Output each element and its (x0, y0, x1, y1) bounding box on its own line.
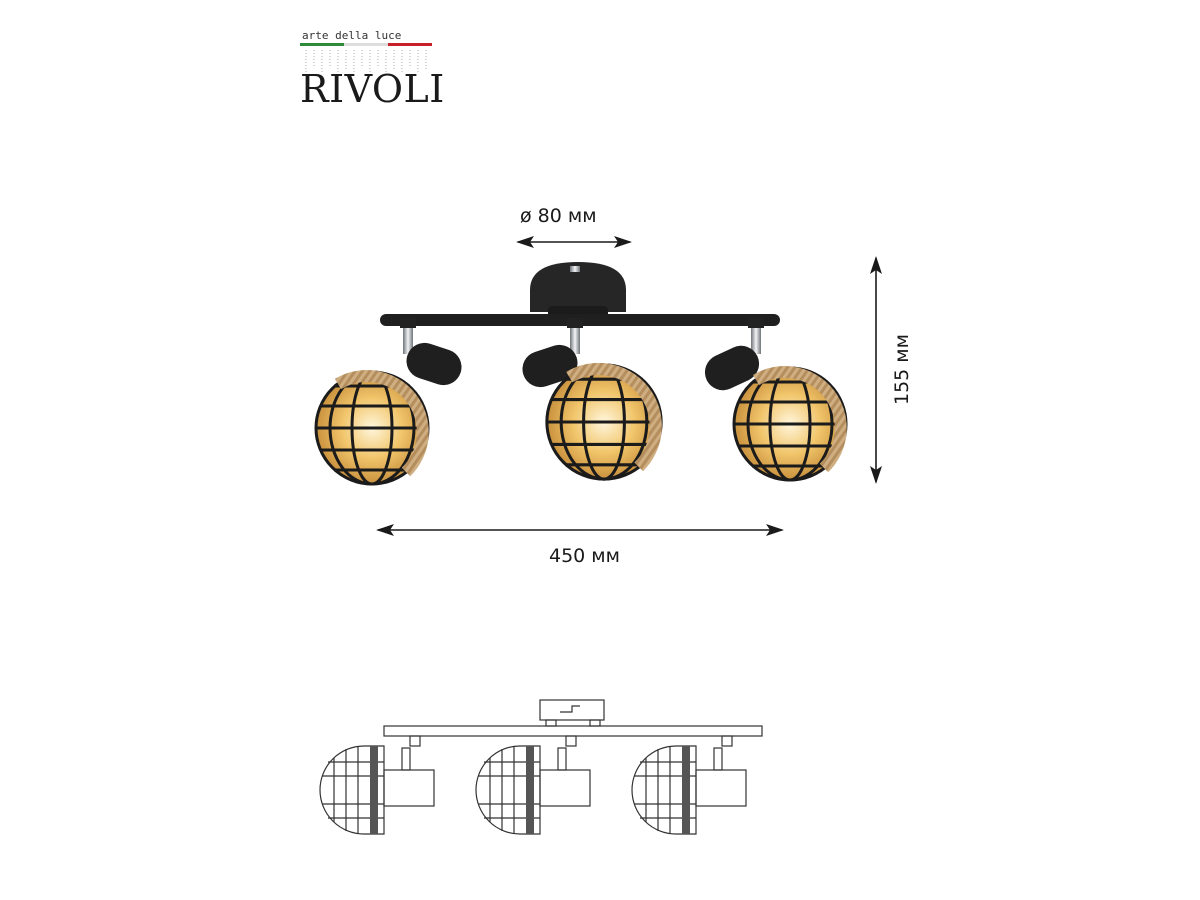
height-label: 155 мм (891, 334, 913, 405)
canopy-screw (570, 266, 580, 272)
shade-center (547, 365, 661, 479)
fixture-photo (316, 262, 846, 484)
diameter-dimension: ø 80 мм (516, 205, 632, 248)
brand-tagline: arte della luce (302, 29, 401, 42)
ceiling-canopy (530, 262, 626, 312)
height-arrow-bottom-icon (870, 466, 882, 484)
width-label: 450 мм (549, 545, 620, 567)
brand-logo: arte della luce RIVOLI (300, 29, 445, 111)
flag-red (388, 43, 432, 46)
line-canopy (539, 699, 605, 721)
shade-left (316, 372, 428, 484)
width-arrow-left-icon (376, 524, 394, 536)
width-dimension: 450 мм (376, 524, 784, 567)
brand-name: RIVOLI (300, 67, 445, 111)
logo-dot-rain (305, 50, 427, 74)
height-arrow-top-icon (870, 256, 882, 274)
shade-right (734, 368, 846, 480)
height-dimension: 155 мм (870, 256, 913, 484)
flag-white (344, 43, 388, 46)
diameter-arrow-left-icon (516, 236, 534, 248)
line-shade-center (475, 745, 591, 835)
line-shade-right (631, 745, 747, 835)
width-arrow-right-icon (766, 524, 784, 536)
diameter-arrow-right-icon (614, 236, 632, 248)
line-shade-left (319, 745, 435, 835)
fixture-line-drawing (319, 699, 763, 835)
line-bar (383, 725, 763, 737)
flag-green (300, 43, 344, 46)
diameter-label: ø 80 мм (520, 205, 597, 227)
